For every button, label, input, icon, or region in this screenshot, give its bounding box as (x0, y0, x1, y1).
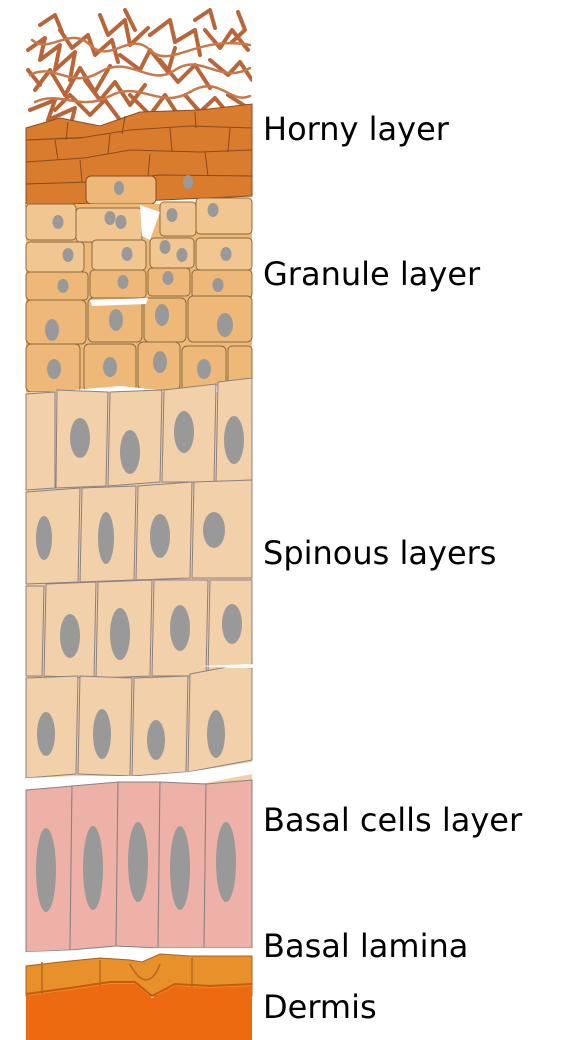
basal-cells-layer-label: Basal cells layer (263, 804, 522, 836)
basal-lamina-label: Basal lamina (263, 930, 468, 962)
dermis (26, 984, 252, 1040)
dermis-label: Dermis (263, 991, 377, 1023)
horny-layer-label: Horny layer (263, 113, 449, 145)
granule-layer-label: Granule layer (263, 258, 480, 290)
spinous-layers-label: Spinous layers (263, 537, 496, 569)
